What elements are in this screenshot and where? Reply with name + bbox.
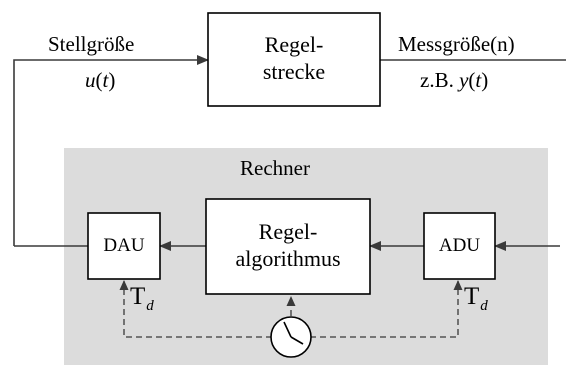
- clock-icon: [270, 316, 312, 358]
- output-signal-name: Messgröße(n): [398, 32, 515, 56]
- plant-label-line2: strecke: [262, 59, 326, 84]
- dac-label: DAU: [103, 235, 145, 256]
- adc-label: ADU: [438, 235, 481, 256]
- algorithm-block: [205, 198, 371, 295]
- plant-block: [207, 12, 381, 107]
- adc-block: [423, 212, 496, 280]
- input-signal-name: Stellgröße: [48, 32, 135, 56]
- clock-to-adc-line: [310, 280, 463, 338]
- algorithm-label-line1: Regel-: [258, 219, 318, 244]
- plant-label: Regel- strecke: [208, 31, 380, 85]
- dac-sample-time-label: Td: [130, 283, 154, 314]
- input-signal-symbol: u(t): [85, 68, 116, 92]
- output-signal-symbol: z.B. y(t): [420, 68, 489, 92]
- clock-to-dac-line: [119, 280, 272, 338]
- algorithm-label: Regel- algorithmus: [206, 218, 370, 272]
- algorithm-label-line2: algorithmus: [235, 246, 341, 271]
- plant-label-line1: Regel-: [264, 32, 324, 57]
- adc-sample-time-label: Td: [464, 283, 488, 314]
- input-signal-line: [13, 55, 209, 246]
- computer-title: Rechner: [240, 156, 310, 180]
- dac-block: [87, 212, 161, 280]
